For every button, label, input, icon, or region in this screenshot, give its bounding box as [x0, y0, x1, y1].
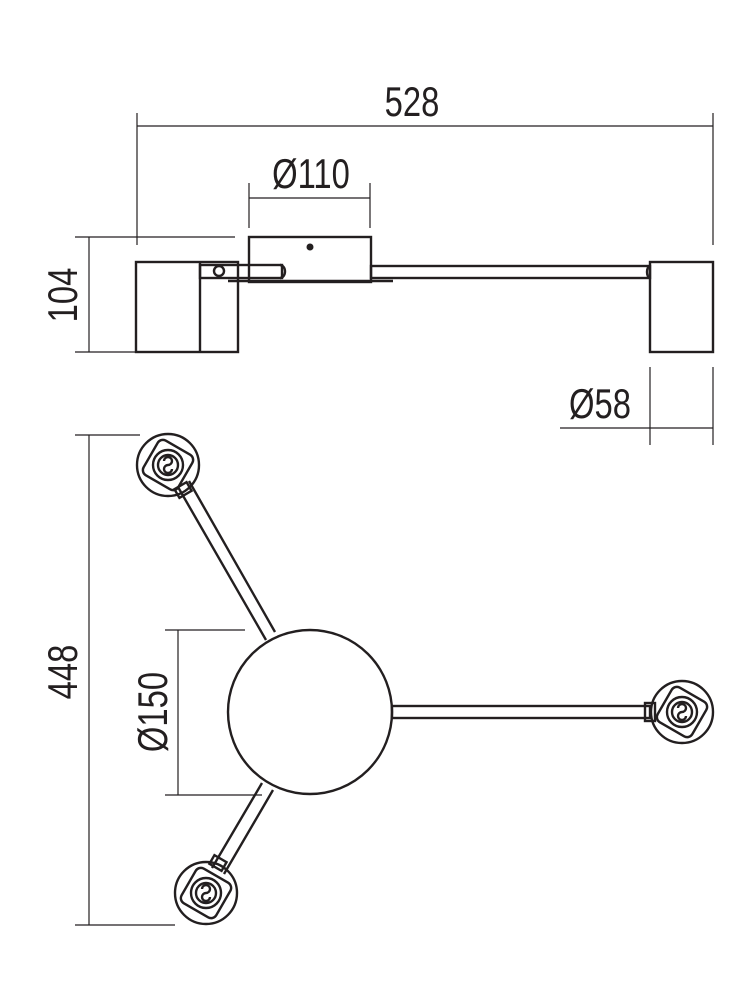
dimension-label-58: Ø58 — [569, 380, 631, 427]
dimension-height: 104 — [39, 236, 235, 353]
dimension-label-448: 448 — [39, 645, 86, 700]
dimension-overall-width: 528 — [136, 78, 714, 245]
spot-head-bottom-left — [173, 860, 239, 926]
spot-head-right — [649, 679, 715, 745]
dimension-overall-depth: 448 — [39, 434, 175, 926]
side-view: 528 Ø110 104 Ø58 — [39, 78, 715, 445]
dimension-label-528: 528 — [385, 78, 440, 125]
plan-view: 448 Ø150 — [39, 432, 715, 926]
fixture-plan — [135, 432, 715, 926]
dimension-label-104: 104 — [39, 268, 86, 323]
spot-head-top-left — [135, 432, 201, 498]
dimension-label-150: Ø150 — [129, 672, 176, 752]
dimension-canopy-diameter: Ø110 — [248, 150, 371, 228]
fixture-side — [134, 235, 715, 354]
dimension-base-diameter: Ø150 — [129, 629, 262, 796]
dimension-label-110: Ø110 — [272, 150, 350, 197]
dimension-head-diameter: Ø58 — [560, 367, 714, 445]
